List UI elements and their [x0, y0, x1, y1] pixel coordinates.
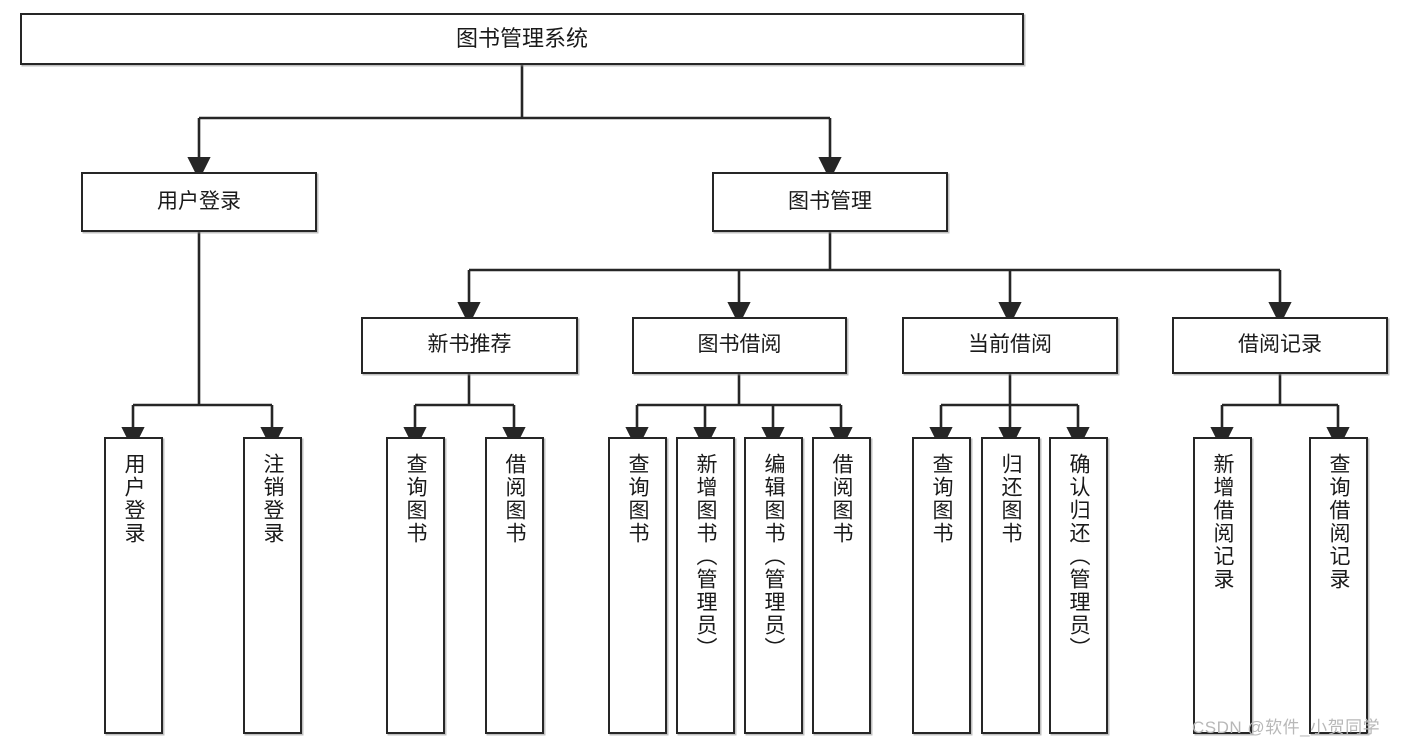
node-root-system[interactable]: 图书管理系统 — [20, 13, 1024, 65]
node-label: 借阅图书 — [830, 453, 853, 545]
node-label: 用户登录 — [122, 453, 145, 545]
node-label: 新书推荐 — [427, 333, 512, 357]
node-book-borrow[interactable]: 图书借阅 — [632, 317, 847, 374]
node-current-borrow[interactable]: 当前借阅 — [902, 317, 1118, 374]
node-label: 查询图书 — [626, 453, 649, 545]
node-label: 确认归还（管理员） — [1067, 453, 1090, 660]
node-label: 图书管理 — [788, 189, 872, 213]
leaf-current-borrow-return[interactable]: 归还图书 — [981, 437, 1040, 734]
leaf-user-login-login[interactable]: 用户登录 — [104, 437, 163, 734]
node-label: 归还图书 — [999, 453, 1022, 545]
leaf-user-login-logout[interactable]: 注销登录 — [243, 437, 302, 734]
node-borrow-record[interactable]: 借阅记录 — [1172, 317, 1388, 374]
node-new-book-recommend[interactable]: 新书推荐 — [361, 317, 578, 374]
leaf-current-borrow-query[interactable]: 查询图书 — [912, 437, 971, 734]
node-user-login[interactable]: 用户登录 — [81, 172, 317, 232]
leaf-book-borrow-query[interactable]: 查询图书 — [608, 437, 667, 734]
node-label: 图书管理系统 — [455, 26, 588, 52]
node-label: 查询图书 — [930, 453, 953, 545]
leaf-current-borrow-confirm-return[interactable]: 确认归还（管理员） — [1049, 437, 1108, 734]
csdn-watermark: CSDN @软件_小贺同学 — [1192, 718, 1381, 737]
node-label: 注销登录 — [261, 453, 284, 545]
leaf-new-book-query[interactable]: 查询图书 — [386, 437, 445, 734]
node-label: 图书借阅 — [697, 333, 782, 357]
leaf-borrow-record-query[interactable]: 查询借阅记录 — [1309, 437, 1368, 734]
leaf-book-borrow-add[interactable]: 新增图书（管理员） — [676, 437, 735, 734]
node-label: 借阅记录 — [1238, 333, 1322, 357]
leaf-book-borrow-borrow[interactable]: 借阅图书 — [812, 437, 871, 734]
node-label: 查询图书 — [404, 453, 427, 545]
node-label: 查询借阅记录 — [1327, 453, 1350, 591]
node-book-management[interactable]: 图书管理 — [712, 172, 948, 232]
node-label: 用户登录 — [157, 189, 241, 213]
leaf-book-borrow-edit[interactable]: 编辑图书（管理员） — [744, 437, 803, 734]
node-label: 新增借阅记录 — [1211, 453, 1234, 591]
node-label: 新增图书（管理员） — [694, 453, 717, 660]
node-label: 借阅图书 — [503, 453, 526, 545]
node-label: 编辑图书（管理员） — [762, 453, 785, 660]
node-label: 当前借阅 — [968, 333, 1052, 357]
leaf-borrow-record-add[interactable]: 新增借阅记录 — [1193, 437, 1252, 734]
leaf-new-book-borrow[interactable]: 借阅图书 — [485, 437, 544, 734]
